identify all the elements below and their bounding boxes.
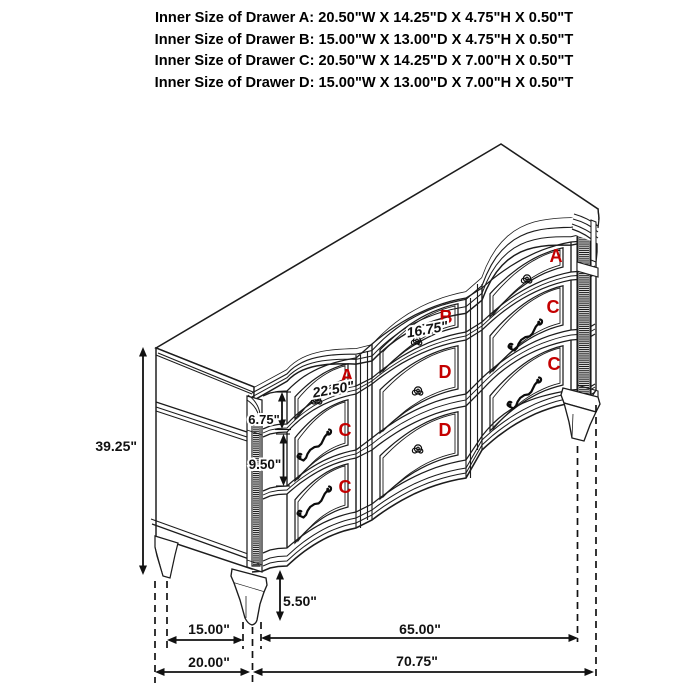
svg-text:C: C xyxy=(548,354,561,374)
svg-text:B: B xyxy=(440,307,453,327)
svg-text:65.00": 65.00" xyxy=(399,621,441,637)
svg-text:6.75": 6.75" xyxy=(248,412,279,427)
svg-text:D: D xyxy=(439,362,452,382)
svg-text:39.25": 39.25" xyxy=(95,438,137,454)
svg-text:9.50": 9.50" xyxy=(249,457,282,472)
svg-text:15.00": 15.00" xyxy=(188,621,230,637)
svg-text:20.00": 20.00" xyxy=(188,654,230,670)
svg-text:70.75": 70.75" xyxy=(396,653,438,669)
svg-text:A: A xyxy=(341,366,354,386)
svg-text:C: C xyxy=(547,297,560,317)
svg-text:C: C xyxy=(339,420,352,440)
svg-text:5.50": 5.50" xyxy=(283,593,317,609)
svg-text:C: C xyxy=(339,477,352,497)
svg-text:A: A xyxy=(550,246,563,266)
svg-text:D: D xyxy=(439,420,452,440)
